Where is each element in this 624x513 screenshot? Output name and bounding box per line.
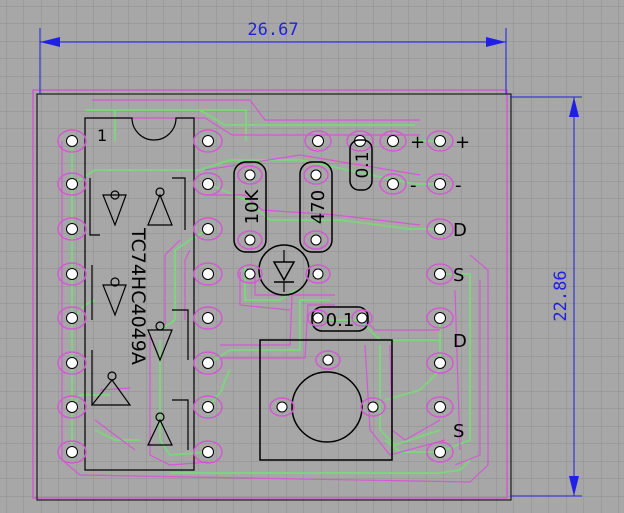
led[interactable] <box>237 244 331 296</box>
capacitor-vertical-label: 0.1 <box>353 151 373 178</box>
pad <box>426 396 454 418</box>
ic-pins-left <box>57 129 87 464</box>
width-dimension <box>39 28 507 94</box>
pad <box>305 264 331 284</box>
pad <box>346 130 374 152</box>
pad <box>351 309 373 327</box>
pad <box>237 165 263 185</box>
ic-pins-right <box>193 129 223 464</box>
pad <box>193 217 223 241</box>
label-minus-1: - <box>410 175 417 196</box>
pad <box>193 351 223 375</box>
pad <box>193 306 223 330</box>
width-dimension-label: 26.67 <box>247 20 298 40</box>
resistor-470[interactable]: 470 <box>299 161 333 253</box>
capacitor-horizontal-label: 0.1 <box>326 310 355 331</box>
pad <box>57 172 87 196</box>
pad <box>57 129 87 153</box>
pad <box>57 440 87 464</box>
resistor-470-label: 470 <box>308 190 329 224</box>
top-row-pads <box>304 130 454 195</box>
ic-outline <box>84 117 195 471</box>
label-d-1: D <box>453 220 467 241</box>
pad <box>57 395 87 419</box>
height-dimension <box>510 96 582 497</box>
pad <box>57 351 87 375</box>
capacitor-horizontal[interactable]: 0.1 <box>307 306 373 332</box>
ic-part-label: TC74HC4049A <box>127 227 149 365</box>
pad <box>426 218 454 240</box>
pad <box>193 440 223 464</box>
board-outline <box>32 89 512 501</box>
label-minus-2: - <box>455 175 462 196</box>
label-s-2: S <box>453 421 464 442</box>
pad <box>57 217 87 241</box>
ic-pin1-label: 1 <box>97 126 107 145</box>
pad <box>303 230 329 250</box>
label-plus-1: + <box>410 132 425 153</box>
pad <box>57 306 87 330</box>
pad <box>426 352 454 374</box>
tact-switch[interactable] <box>259 339 393 461</box>
pad <box>307 309 329 327</box>
pad <box>57 262 87 286</box>
pad <box>193 129 223 153</box>
pad <box>426 173 454 195</box>
pad <box>237 230 263 250</box>
capacitor-vertical[interactable]: 0.1 <box>349 139 373 191</box>
pad <box>193 262 223 286</box>
pad <box>426 263 454 285</box>
resistor-10k-label: 10K <box>242 188 263 224</box>
pad <box>237 264 263 284</box>
pad <box>379 130 407 152</box>
pad <box>269 397 295 417</box>
pad <box>303 165 329 185</box>
pad <box>304 130 332 152</box>
pad <box>379 173 407 195</box>
height-dimension-label: 22.86 <box>551 270 571 321</box>
label-plus-2: + <box>455 132 470 153</box>
pad <box>360 397 386 417</box>
right-connector-pads <box>426 218 454 463</box>
pad <box>426 441 454 463</box>
pad <box>193 395 223 419</box>
pad <box>315 350 341 370</box>
inverter-gates <box>89 177 189 450</box>
label-d-2: D <box>453 331 467 352</box>
resistor-10k[interactable]: 10K <box>233 161 267 253</box>
pad <box>426 130 454 152</box>
pad <box>193 172 223 196</box>
pad <box>426 307 454 329</box>
label-s-1: S <box>453 265 464 286</box>
